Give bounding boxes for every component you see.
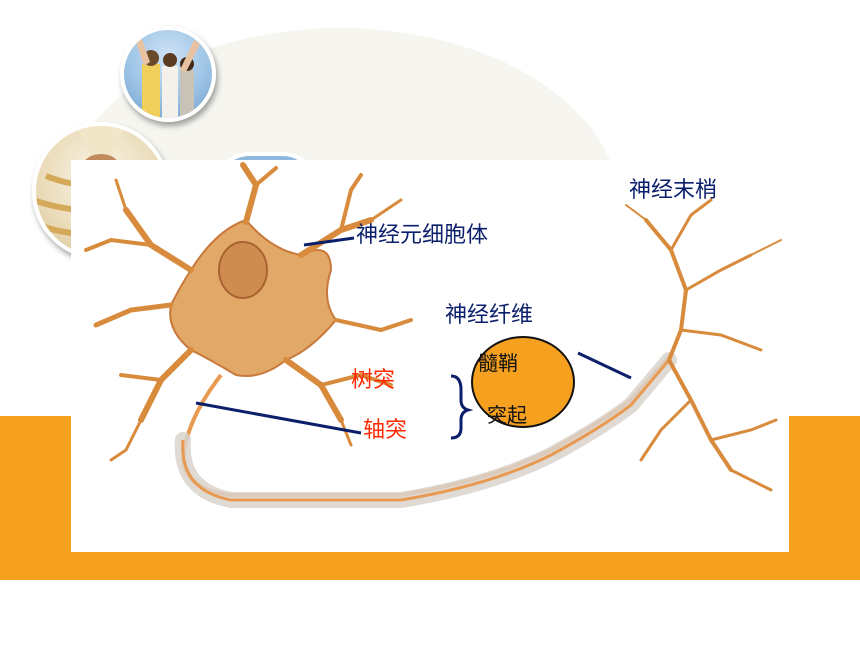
neuron-cell-body <box>169 218 338 377</box>
process-circle <box>471 336 575 428</box>
diagram-card: 神经元细胞体 神经末梢 神经纤维 树突 轴突 <box>71 160 789 552</box>
fiber-leader <box>577 351 632 380</box>
label-myelin: 髓鞘 <box>478 351 518 375</box>
axon-leader <box>195 401 362 435</box>
nerve-terminals <box>625 198 782 492</box>
neuron-diagram <box>84 162 782 508</box>
label-nerve-fiber: 神经纤维 <box>445 303 534 328</box>
label-cell-body: 神经元细胞体 <box>356 223 489 248</box>
label-process: 突起 <box>487 403 527 427</box>
label-nerve-ending: 神经末梢 <box>629 178 718 203</box>
label-dendrite: 树突 <box>351 368 396 393</box>
brace <box>450 374 474 440</box>
nucleus <box>218 241 268 299</box>
dendrites <box>84 162 413 462</box>
cell-body-leader <box>303 236 355 247</box>
label-axon: 轴突 <box>363 418 408 443</box>
people-photo <box>120 26 216 122</box>
